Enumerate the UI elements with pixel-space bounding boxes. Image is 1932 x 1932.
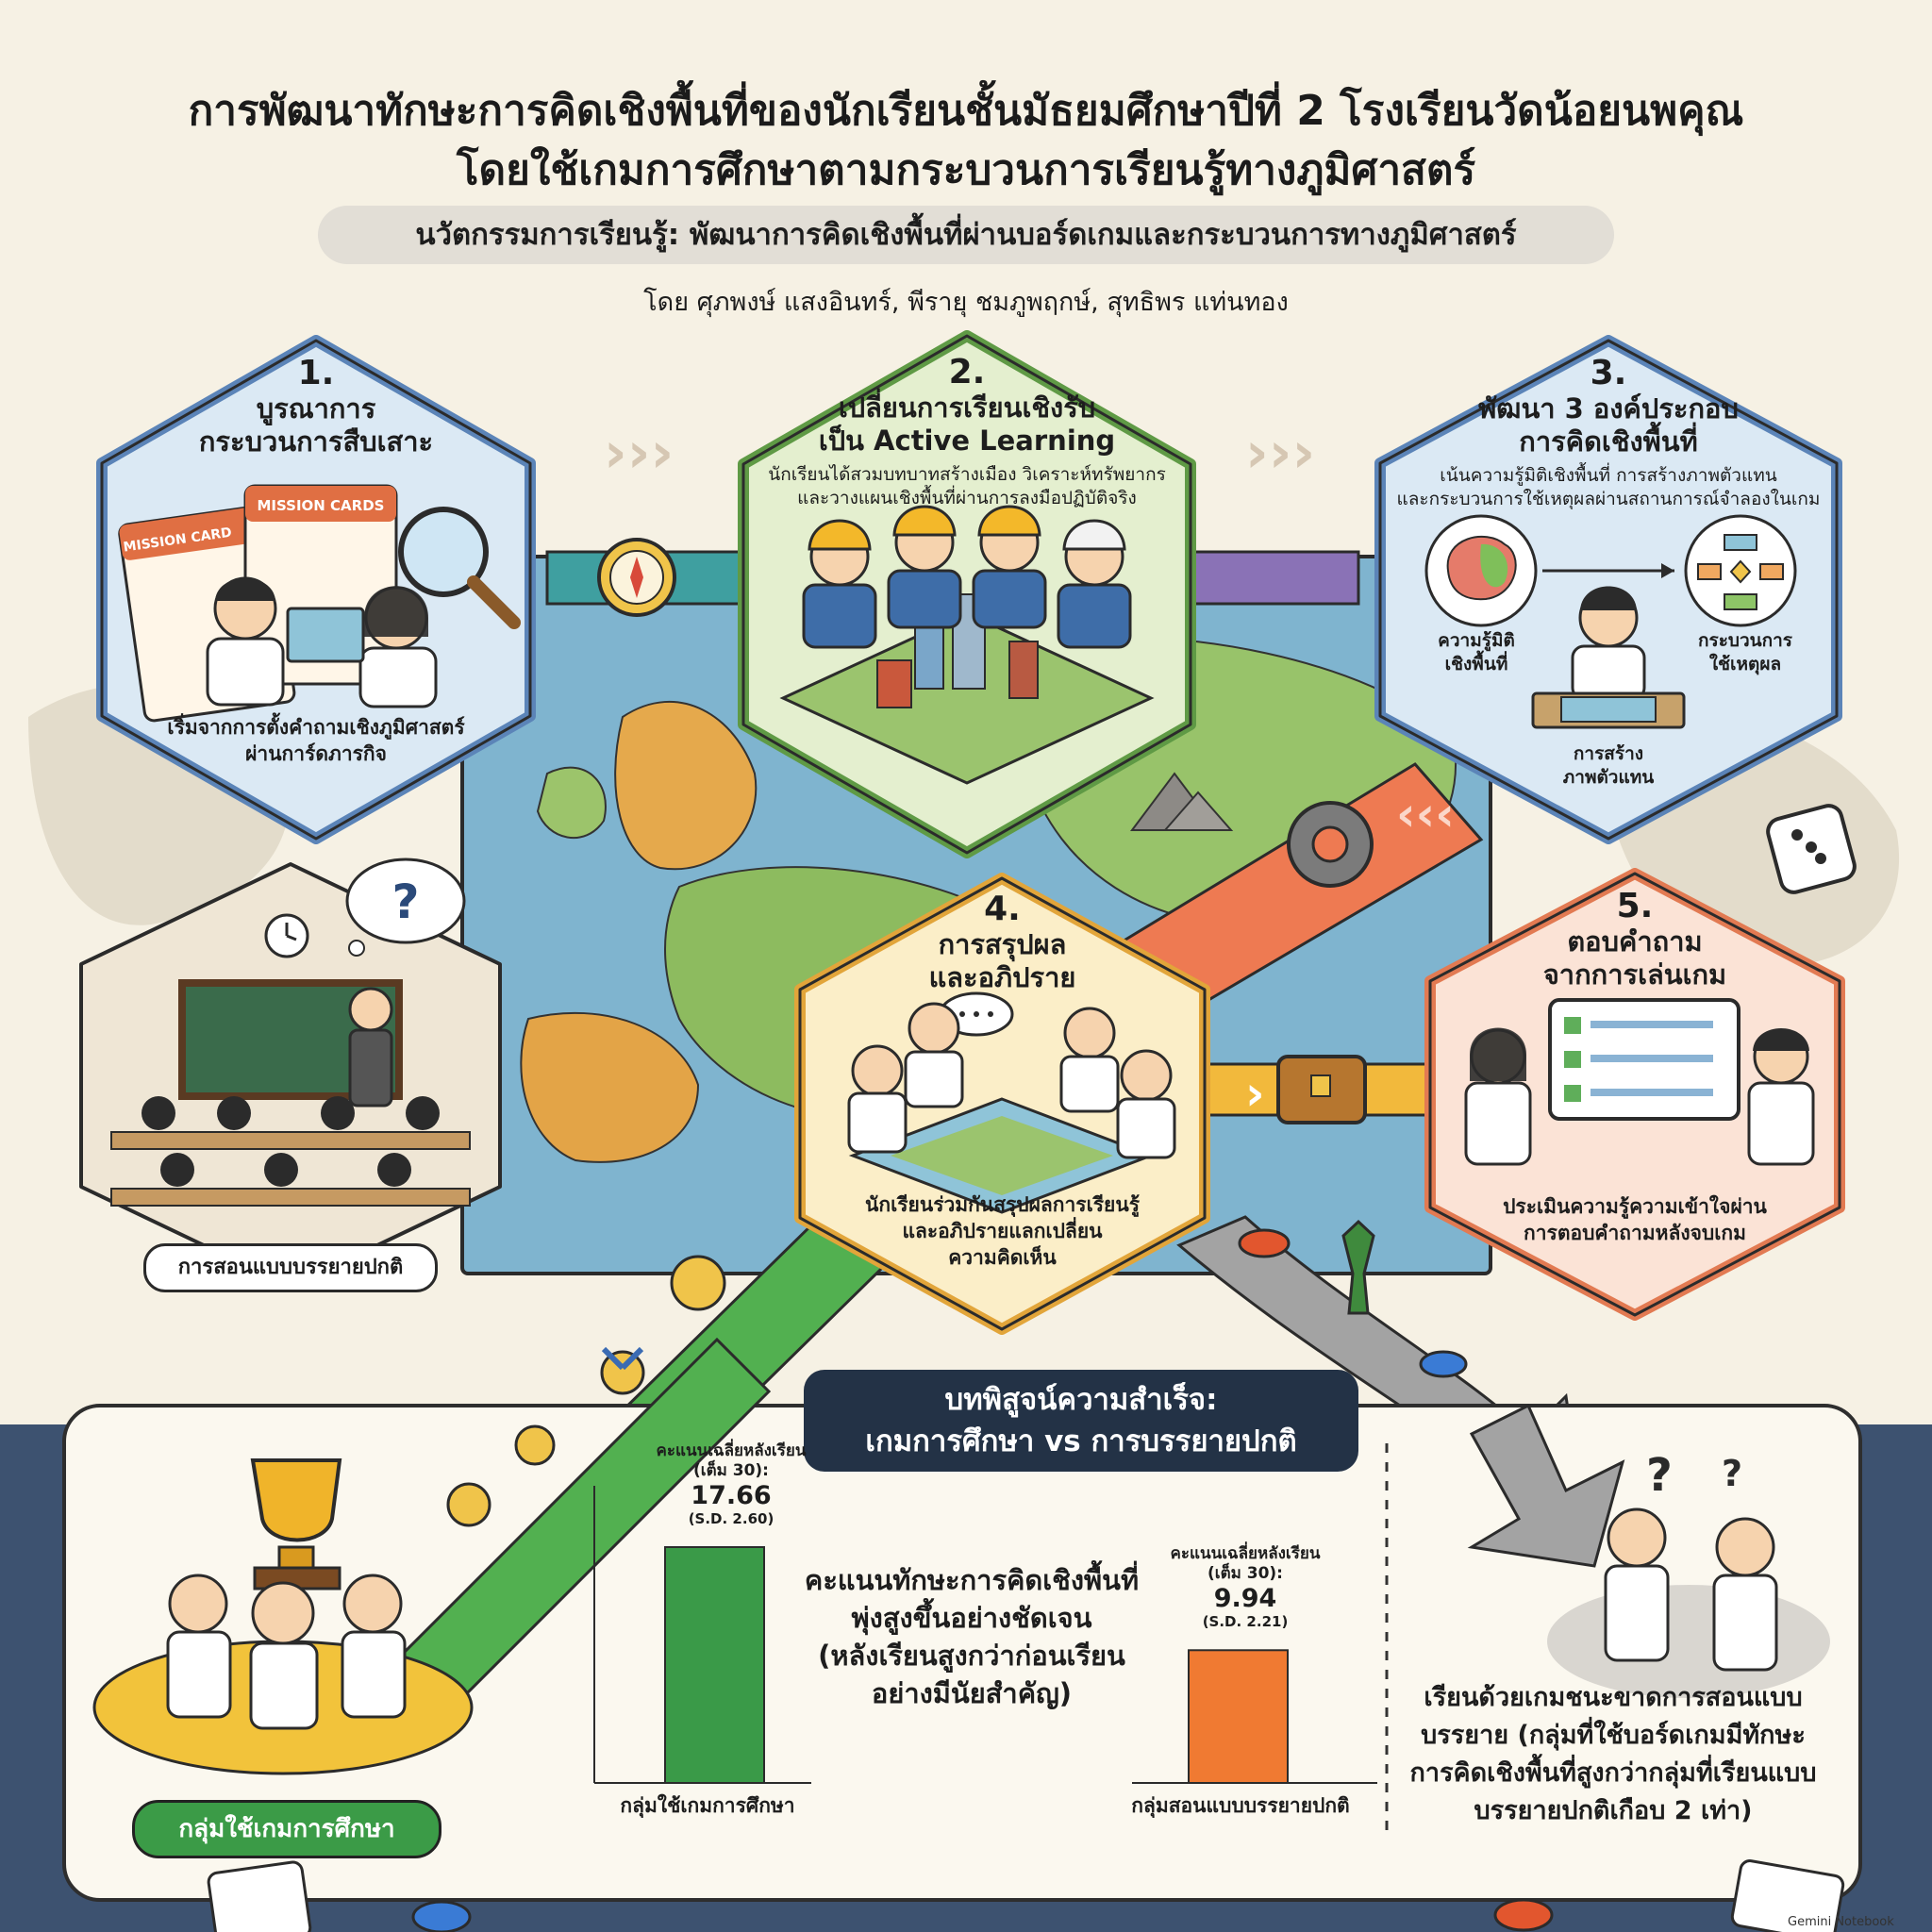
step-4-caption-line-3: ความคิดเห็น [948, 1246, 1057, 1269]
results-title-line-2: เกมการศึกษา vs การบรรยายปกติ [865, 1424, 1297, 1458]
step-4-hexagon [794, 873, 1210, 1335]
results-claim-line-2: พุ่งสูงขึ้นอย่างชัดเจน [851, 1602, 1092, 1634]
results-claim-line-3: (หลังเรียนสูงกว่าก่อนเรียน [818, 1640, 1125, 1672]
step-5-heading-line-1: ตอบคำถาม [1567, 925, 1703, 958]
step-4-number: 4. [984, 890, 1021, 928]
question-bubble-icon: ? [345, 858, 466, 957]
step-4-heading-line-1: การสรุปผล [938, 928, 1067, 960]
step-4-caption-line-1: นักเรียนร่วมกันสรุปผลการเรียนรู้ [865, 1193, 1140, 1216]
bar-game-sd: (S.D. 2.60) [688, 1510, 774, 1527]
step-3-label-bottom-line-2: ภาพตัวแทน [1562, 767, 1655, 788]
bar-game-group [664, 1546, 765, 1784]
step-5-caption-line-1: ประเมินความรู้ความเข้าใจผ่าน [1503, 1195, 1767, 1218]
step-1-number: 1. [297, 354, 335, 392]
step-1-heading-line-1: บูรณาการ [256, 392, 376, 425]
bar-game-label-line-1: คะแนนเฉลี่ยหลังเรียน [656, 1441, 807, 1460]
bar-game-group-label: กลุ่มใช้เกมการศึกษา [620, 1794, 795, 1817]
svg-text:?: ? [391, 874, 419, 929]
step-5-hexagon [1424, 868, 1845, 1321]
bar-lecture-value: 9.94 [1213, 1584, 1277, 1614]
step-5-heading-line-2: จากการเล่นเกม [1542, 958, 1727, 991]
results-claim-line-1: คะแนนทักษะการคิดเชิงพื้นที่ [804, 1564, 1140, 1596]
authors: โดย ศุภพงษ์ แสงอินทร์, พีรายุ ชมภูพฤกษ์,… [643, 288, 1289, 317]
step-3-heading-line-1: พัฒนา 3 องค์ประกอบ [1478, 392, 1739, 425]
title-line-2: โดยใช้เกมการศึกษาตามกระบวนการเรียนรู้ทาง… [456, 146, 1476, 194]
verdict-line-3: การคิดเชิงพื้นที่สูงกว่ากลุ่มที่เรียนแบบ [1409, 1758, 1817, 1788]
step-3-label-right-line-1: กระบวนการ [1697, 630, 1792, 651]
step-5-number: 5. [1616, 887, 1654, 925]
step-4-heading-line-2: และอภิปราย [928, 961, 1076, 993]
step-3-desc-line-2: และกระบวนการใช้เหตุผลผ่านสถานการณ์จำลองใ… [1396, 489, 1821, 509]
step-2-desc-line-1: นักเรียนได้สวมบทบาทสร้างเมือง วิเคราะห์ท… [768, 464, 1166, 485]
title-line-1: การพัฒนาทักษะการคิดเชิงพื้นที่ของนักเรีย… [188, 87, 1744, 135]
step-3-label-bottom-line-1: การสร้าง [1573, 743, 1644, 764]
group-game-label: กลุ่มใช้เกมการศึกษา [132, 1800, 441, 1858]
step-2-heading-line-1: เปลี่ยนการเรียนเชิงรับ [838, 391, 1096, 424]
results-title-line-1: บทพิสูจน์ความสำเร็จ: [944, 1383, 1218, 1417]
results-claim: คะแนนทักษะการคิดเชิงพื้นที่ พุ่งสูงขึ้นอ… [774, 1561, 1170, 1712]
bar-game-value: 17.66 [691, 1481, 772, 1510]
svg-text:›: › [1245, 1066, 1265, 1121]
svg-text:?: ? [1646, 1449, 1673, 1502]
svg-text:?: ? [1722, 1453, 1742, 1494]
lecture-label: การสอนแบบบรรยายปกติ [143, 1243, 438, 1292]
verdict-line-1: เรียนด้วยเกมชนะขาดการสอนแบบ [1424, 1683, 1803, 1712]
step-1-card: MISSION CARDS MISSION CARD 1. บูรณาการ ก… [94, 335, 538, 844]
step-2-desc-line-2: และวางแผนเชิงพื้นที่ผ่านการลงมือปฏิบัติจ… [797, 488, 1137, 508]
verdict-line-2: บรรยาย (กลุ่มที่ใช้บอร์ดเกมมีทักษะ [1421, 1721, 1806, 1750]
step-3-label-right-line-2: ใช้เหตุผล [1708, 654, 1782, 675]
mission-cards-label: MISSION CARDS [258, 497, 385, 514]
step-3-label-left-line-2: เชิงพื้นที่ [1444, 654, 1508, 675]
results-title: บทพิสูจน์ความสำเร็จ: เกมการศึกษา vs การบ… [804, 1370, 1358, 1472]
svg-text:‹‹‹: ‹‹‹ [1396, 787, 1455, 841]
bar-lecture-label-line-1: คะแนนเฉลี่ยหลังเรียน [1170, 1544, 1321, 1564]
step-1-caption-line-2: ผ่านการ์ดภารกิจ [245, 742, 387, 765]
step-3-card: 3. พัฒนา 3 องค์ประกอบ การคิดเชิงพื้นที่ … [1373, 335, 1844, 844]
subtitle-pill: นวัตกรรมการเรียนรู้: พัฒนาการคิดเชิงพื้น… [318, 206, 1614, 264]
step-1-hexagon: MISSION CARDS MISSION CARD [96, 335, 536, 844]
step-5-caption-line-2: การตอบคำถามหลังจบเกม [1524, 1222, 1746, 1244]
step-3-number: 3. [1590, 354, 1627, 392]
step-2-number: 2. [948, 353, 986, 391]
step-2-heading-line-2: เป็น Active Learning [818, 425, 1116, 457]
step-1-caption-line-1: เริ่มจากการตั้งคำถามเชิงภูมิศาสตร์ [167, 716, 465, 739]
step-3-desc-line-1: เน้นความรู้มิติเชิงพื้นที่ การสร้างภาพตั… [1440, 465, 1777, 486]
step-4-card: 4. การสรุปผล และอภิปราย นักเรียนร่วมกันส… [792, 873, 1212, 1335]
step-3-hexagon [1374, 335, 1842, 844]
lecture-card [74, 858, 508, 1292]
bar-lecture-group [1188, 1649, 1289, 1784]
svg-text:›››: ››› [604, 420, 674, 486]
step-1-heading-line-2: กระบวนการสืบเสาะ [198, 425, 434, 458]
results-claim-line-4: อย่างมีนัยสำคัญ) [871, 1677, 1073, 1709]
verdict-line-4: บรรยายปกติเกือบ 2 เท่า) [1474, 1796, 1753, 1825]
step-2-hexagon [738, 330, 1196, 858]
step-2-card: 2. เปลี่ยนการเรียนเชิงรับ เป็น Active Le… [736, 330, 1198, 858]
svg-text:›››: ››› [1245, 420, 1315, 486]
step-3-heading-line-2: การคิดเชิงพื้นที่ [1519, 425, 1698, 458]
bar-lecture-sd: (S.D. 2.21) [1202, 1613, 1289, 1631]
lecture-hexagon [79, 862, 502, 1289]
bar-lecture-group-label: กลุ่มสอนแบบบรรยายปกติ [1131, 1794, 1350, 1817]
step-3-label-left-line-1: ความรู้มิติ [1438, 630, 1515, 651]
score-bar-chart [593, 1486, 1377, 1784]
verdict-text: เรียนด้วยเกมชนะขาดการสอนแบบ บรรยาย (กลุ่… [1396, 1679, 1830, 1830]
bar-game-label-line-2: (เต็ม 30): [693, 1461, 769, 1480]
step-4-caption-line-2: และอภิปรายแลกเปลี่ยน [902, 1220, 1103, 1242]
bar-lecture-label-line-2: (เต็ม 30): [1208, 1564, 1283, 1584]
step-5-card: 5. ตอบคำถาม จากการเล่นเกม ประเมินความรู้… [1423, 868, 1847, 1321]
watermark: Gemini Notebook [1788, 1915, 1894, 1929]
